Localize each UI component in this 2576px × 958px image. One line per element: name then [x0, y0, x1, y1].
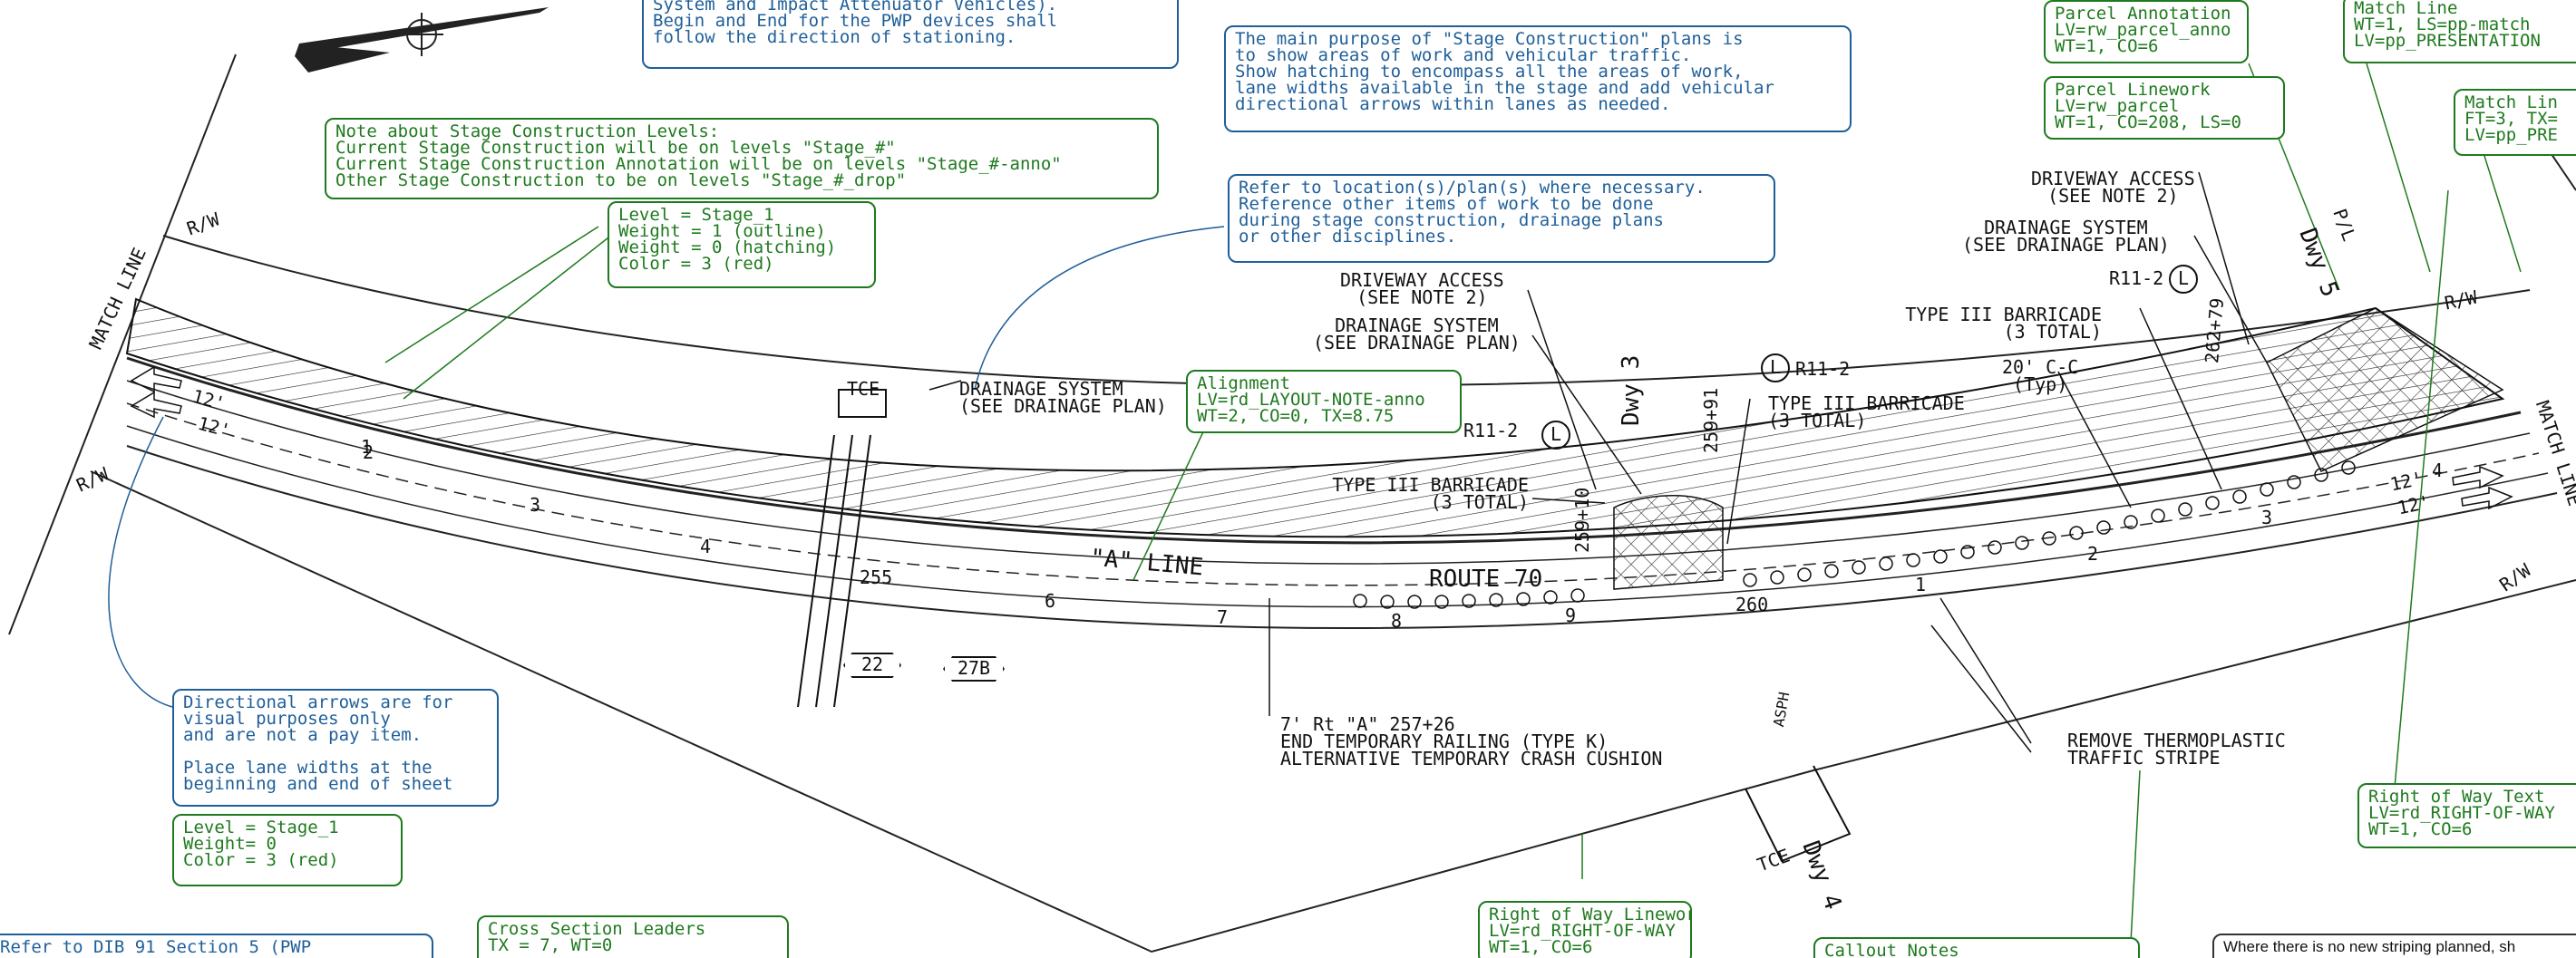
route-70-label: ROUTE 70: [1429, 566, 1543, 593]
directional-arrows-note: Directional arrows are for visual purpos…: [172, 689, 499, 807]
stage1-work-area: [125, 297, 2505, 538]
lane-tick-8: 8: [1391, 610, 1403, 632]
striping-note: Where there is no new striping planned, …: [2212, 934, 2576, 958]
lane-tick-6: 6: [1045, 590, 1056, 612]
station-259-91-label: 259+91: [1700, 387, 1722, 453]
right-of-way-text-note: Right of Way Text LV=rd_RIGHT-OF-WAY WT=…: [2357, 783, 2576, 848]
lane-tick-2: 2: [363, 441, 374, 463]
lane-arrow-left: [130, 365, 182, 419]
driveway-5-work-area: [2265, 307, 2504, 472]
barricade-right-label: TYPE III BARRICADE (3 TOTAL): [1905, 304, 2102, 343]
stage-levels-note: Note about Stage Construction Levels: Cu…: [325, 118, 1159, 199]
driveway-access-mid-label: DRIVEWAY ACCESS (SEE NOTE 2): [1340, 269, 1504, 308]
match-line-note-1: Match Line WT=1, LS=pp-match LV=pp_PRESE…: [2343, 0, 2576, 63]
r11-2-mid-label: R11-2: [1795, 358, 1851, 380]
level-stage1-bottom-note: Level = Stage_1 Weight= 0 Color = 3 (red…: [172, 814, 403, 886]
route-shield-22: 22: [843, 653, 901, 678]
refer-dib-note: Refer to DIB 91 Section 5 (PWP: [0, 934, 433, 958]
dwy-3-label: Dwy 3: [1618, 354, 1645, 426]
barricade-mid-label: TYPE III BARRICADE (3 TOTAL): [1768, 392, 1965, 431]
refer-location-note: Refer to location(s)/plan(s) where neces…: [1228, 174, 1775, 263]
lane-tick-2-right: 2: [2087, 543, 2099, 565]
roadway-lines: [126, 356, 2558, 629]
parcel-linework-note: Parcel Linework LV=rw_parcel WT=1, CO=20…: [2044, 76, 2285, 140]
cross-section-leaders-note: Cross Section Leaders TX = 7, WT=0: [477, 915, 789, 958]
drainage-system-mid-label: DRAINAGE SYSTEM (SEE DRAINAGE PLAN): [1313, 314, 1521, 353]
remove-thermoplastic-stripe-callout: REMOVE THERMOPLASTIC TRAFFIC STRIPE: [2067, 730, 2286, 769]
right-of-way-linework-note: Right of Way Linework LV=rd_RIGHT-OF-WAY…: [1478, 901, 1692, 958]
main-purpose-note: The main purpose of "Stage Construction"…: [1224, 25, 1852, 132]
driveway-access-right-label: DRIVEWAY ACCESS (SEE NOTE 2): [2031, 168, 2195, 207]
parcel-annotation-note: Parcel Annotation LV=rw_parcel_anno WT=1…: [2044, 0, 2249, 63]
station-255-label: 255: [860, 566, 893, 588]
lane-tick-3: 3: [530, 494, 541, 516]
lane-arrow-right: [2452, 465, 2513, 510]
tce-left-structure: [797, 389, 887, 708]
lane-tick-4: 4: [700, 536, 712, 557]
drainage-system-left-label: DRAINAGE SYSTEM (SEE DRAINAGE PLAN): [959, 378, 1167, 417]
drainage-system-right-label: DRAINAGE SYSTEM (SEE DRAINAGE PLAN): [1962, 217, 2170, 256]
callout-notes-box: Callout Notes: [1813, 937, 2140, 958]
leader-lines: [108, 63, 2522, 943]
lane-tick-3-right: 3: [2261, 507, 2273, 528]
sign-l-mid: L: [1761, 353, 1790, 382]
a-line-label: "A" LINE: [1088, 544, 1205, 582]
station-259-10-label: 259+10: [1571, 487, 1593, 553]
lane-tick-9: 9: [1565, 605, 1577, 626]
station-262-79-label: 262+79: [2201, 296, 2229, 364]
dwy4-structure: [1745, 765, 1852, 863]
cc-20-typ-label: 20' C-C (Typ): [2002, 356, 2079, 395]
station-260-label: 260: [1735, 594, 1769, 615]
lane-tick-1-right: 1: [1915, 574, 1927, 595]
pwp-direction-note: System and Impact Attenuator Vehicles). …: [642, 0, 1179, 69]
route-shield-27b: 27B: [943, 656, 1005, 682]
tce-label-left: TCE: [847, 378, 880, 400]
lane-tick-7: 7: [1217, 606, 1229, 628]
r11-2-left-label: R11-2: [1463, 420, 1519, 441]
driveway-3-work-area: [1613, 495, 1724, 590]
lane-tick-4-right: 4: [2432, 460, 2444, 481]
match-line-note-2: Match Lin FT=3, TX= LV=pp_PRE: [2454, 89, 2576, 156]
end-temporary-railing-callout: 7' Rt "A" 257+26 END TEMPORARY RAILING (…: [1280, 713, 1663, 769]
sign-l-right: L: [2169, 265, 2198, 294]
level-stage1-top-note: Level = Stage_1 Weight = 1 (outline) Wei…: [608, 201, 876, 288]
alignment-note: Alignment LV=rd_LAYOUT-NOTE-anno WT=2, C…: [1186, 370, 1462, 433]
sign-l-left: L: [1541, 421, 1570, 450]
barricade-markers: [1353, 460, 2356, 609]
r11-2-right-label: R11-2: [2109, 267, 2164, 289]
north-arrow-icon: [295, 7, 549, 73]
lane-tick-1: 1: [361, 436, 373, 458]
barricade-left-label: TYPE III BARRICADE (3 TOTAL): [1332, 474, 1529, 513]
